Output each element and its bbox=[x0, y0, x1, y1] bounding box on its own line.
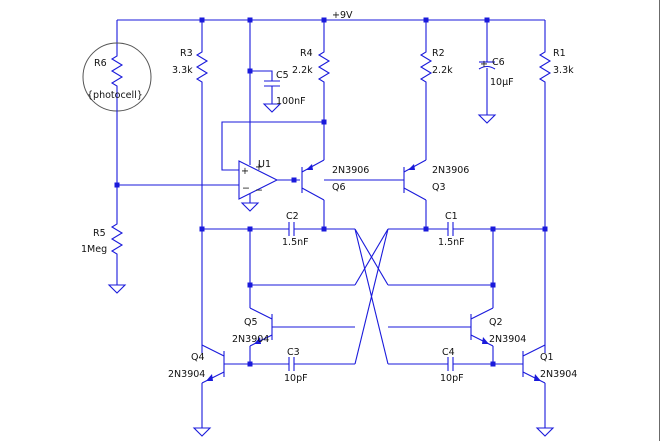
mid-bus bbox=[247, 229, 496, 308]
svg-text:Q2: Q2 bbox=[489, 317, 503, 328]
ground-icon bbox=[535, 427, 555, 437]
svg-text:2N3906: 2N3906 bbox=[432, 165, 469, 176]
svg-text:2N3904: 2N3904 bbox=[168, 369, 205, 380]
resistor-r3: R3 3.3k bbox=[172, 48, 209, 86]
photocell-r6: R6 {photocell} bbox=[82, 42, 152, 112]
svg-text:+: + bbox=[255, 162, 263, 173]
transistor-q3: 2N3906 Q3 bbox=[324, 159, 469, 201]
svg-text:100nF: 100nF bbox=[276, 96, 306, 107]
svg-text:10pF: 10pF bbox=[284, 373, 308, 384]
coupling-c1: C1 1.5nF bbox=[388, 211, 548, 248]
svg-text:Q3: Q3 bbox=[432, 182, 446, 193]
svg-text:10µF: 10µF bbox=[490, 77, 514, 88]
resistor-r4: R4 2.2k bbox=[292, 48, 331, 86]
coupling-c4: C4 10pF bbox=[388, 347, 523, 384]
svg-text:1Meg: 1Meg bbox=[81, 244, 107, 255]
svg-text:C1: C1 bbox=[445, 211, 458, 222]
transistor-q2: Q2 2N3904 bbox=[388, 307, 526, 347]
svg-text:+: + bbox=[241, 166, 249, 177]
svg-text:−: − bbox=[255, 185, 263, 196]
resistor-r2: R2 2.2k bbox=[419, 48, 453, 86]
svg-text:3.3k: 3.3k bbox=[553, 65, 574, 76]
ground-icon bbox=[192, 427, 212, 437]
svg-text:2N3904: 2N3904 bbox=[540, 369, 577, 380]
svg-text:Q5: Q5 bbox=[244, 317, 258, 328]
ground-icon bbox=[262, 103, 282, 113]
resistor-r1: R1 3.3k bbox=[538, 48, 574, 86]
svg-text:C6: C6 bbox=[492, 57, 505, 68]
transistor-q1: Q1 2N3904 bbox=[522, 344, 577, 384]
svg-text:Q4: Q4 bbox=[191, 352, 205, 363]
svg-text:−: − bbox=[242, 183, 250, 194]
ground-icon bbox=[477, 114, 497, 124]
svg-text:2N3906: 2N3906 bbox=[332, 165, 369, 176]
coupling-c2: C2 1.5nF bbox=[199, 211, 355, 248]
ground-icon bbox=[240, 202, 260, 212]
svg-text:U1: U1 bbox=[258, 159, 271, 170]
svg-text:C2: C2 bbox=[286, 211, 299, 222]
svg-text:3.3k: 3.3k bbox=[172, 65, 193, 76]
coupling-c3: C3 10pF bbox=[224, 347, 355, 384]
svg-text:2.2k: 2.2k bbox=[292, 65, 313, 76]
svg-text:10pF: 10pF bbox=[440, 373, 464, 384]
capacitor-c5: C5 100nF bbox=[247, 68, 306, 113]
svg-text:C3: C3 bbox=[287, 347, 300, 358]
opamp-u1: + − + − U1 bbox=[221, 121, 324, 212]
svg-text:R3: R3 bbox=[180, 48, 193, 59]
svg-text:R5: R5 bbox=[93, 228, 106, 239]
svg-text:R2: R2 bbox=[432, 48, 445, 59]
svg-text:1.5nF: 1.5nF bbox=[282, 237, 309, 248]
svg-text:Q6: Q6 bbox=[332, 182, 346, 193]
svg-text:R4: R4 bbox=[300, 48, 313, 59]
svg-text:R1: R1 bbox=[553, 48, 566, 59]
supply-label: +9V bbox=[332, 10, 353, 21]
supply-rail: +9V bbox=[116, 10, 546, 165]
transistor-q6: 2N3906 Q6 bbox=[301, 159, 369, 201]
svg-text:C4: C4 bbox=[442, 347, 455, 358]
svg-text:{photocell}: {photocell} bbox=[87, 90, 143, 101]
transistor-q5: Q5 2N3904 bbox=[232, 307, 355, 347]
svg-text:+: + bbox=[480, 59, 488, 70]
svg-text:R6: R6 bbox=[94, 58, 107, 69]
cross-coupling-wires bbox=[354, 228, 389, 365]
svg-text:2N3904: 2N3904 bbox=[489, 334, 526, 345]
svg-text:1.5nF: 1.5nF bbox=[438, 237, 465, 248]
svg-text:Q1: Q1 bbox=[540, 352, 554, 363]
svg-text:2.2k: 2.2k bbox=[432, 65, 453, 76]
ground-icon bbox=[107, 284, 127, 294]
capacitor-c6: + C6 10µF bbox=[477, 57, 514, 124]
svg-text:2N3904: 2N3904 bbox=[232, 334, 269, 345]
svg-text:C5: C5 bbox=[276, 70, 289, 81]
transistor-q4: Q4 2N3904 bbox=[168, 344, 225, 384]
resistor-r5: R5 1Meg bbox=[81, 218, 124, 285]
